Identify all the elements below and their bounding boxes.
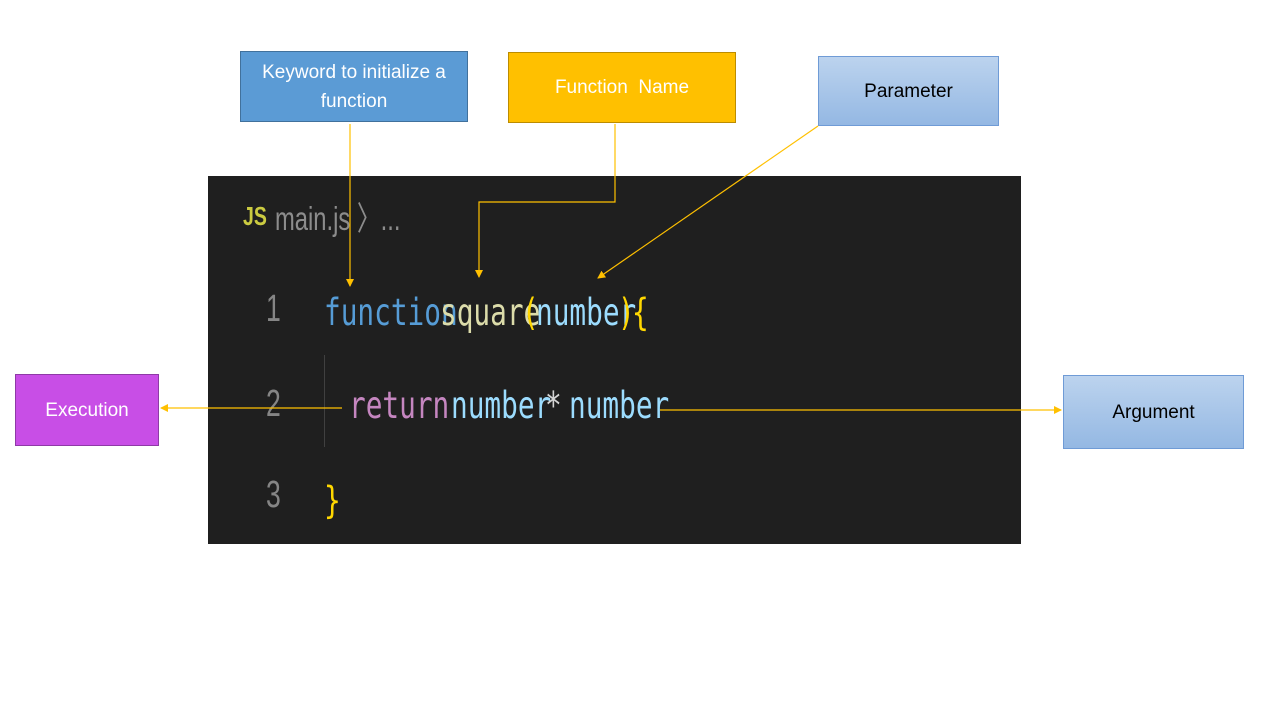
execution-label-text: Execution xyxy=(45,399,129,421)
function-name-label-text: Function Name xyxy=(554,77,690,98)
function-name-connector xyxy=(475,124,616,278)
argument-label: Argument xyxy=(1063,375,1244,449)
tab-breadcrumb: main.js 〉... xyxy=(275,200,401,237)
argument-label-text: Argument xyxy=(1112,401,1195,423)
editor-tab[interactable]: JS main.js 〉... xyxy=(243,194,449,238)
parameter-label-text: Parameter xyxy=(864,80,953,102)
line-number-1: 1 xyxy=(266,288,281,330)
function-name-label: Function Name xyxy=(508,52,736,123)
execution-label: Execution xyxy=(15,374,159,446)
code-editor-panel xyxy=(208,176,1021,544)
parameter-connector xyxy=(597,125,819,279)
indent-guide xyxy=(324,355,325,447)
code-line-1: function square ( number ) { xyxy=(324,288,649,336)
code-line-3: } xyxy=(324,472,341,528)
keyword-label-text: Keyword to initialize a function xyxy=(262,61,446,112)
keyword-label: Keyword to initialize a function xyxy=(240,51,468,122)
parameter-label: Parameter xyxy=(818,56,999,126)
line-number-3: 3 xyxy=(266,474,281,516)
line-number-2: 2 xyxy=(266,383,281,425)
